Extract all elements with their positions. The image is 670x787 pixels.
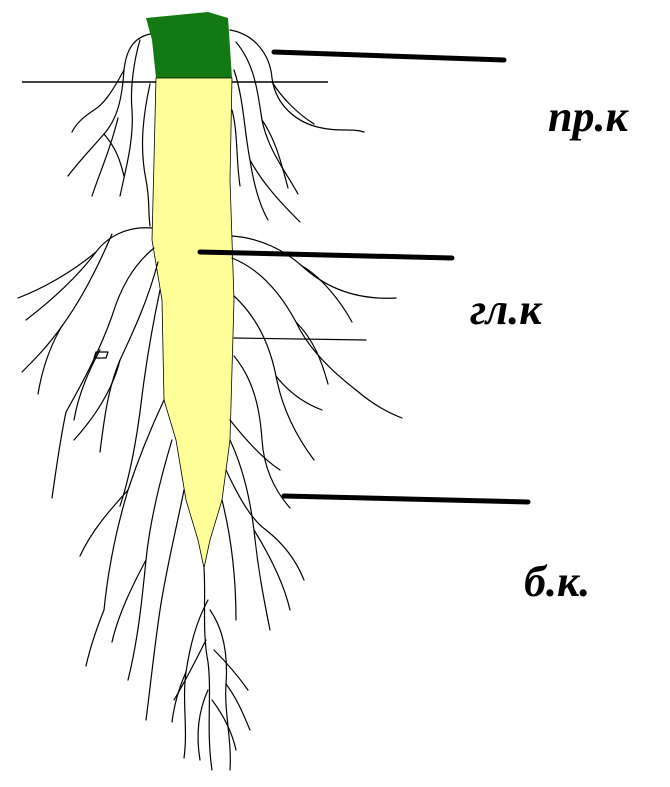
pointer-line-adventitious — [284, 496, 528, 502]
main-root — [152, 78, 234, 568]
label-lateral-roots: пр.к — [548, 95, 628, 139]
stem-base — [146, 12, 232, 78]
label-adventitious-roots: б.к. — [524, 560, 590, 604]
label-main-root: гл.к — [470, 288, 542, 332]
pointer-line-main — [200, 252, 452, 258]
pointer-line-lateral — [274, 52, 504, 60]
pointer-lines — [200, 52, 528, 502]
